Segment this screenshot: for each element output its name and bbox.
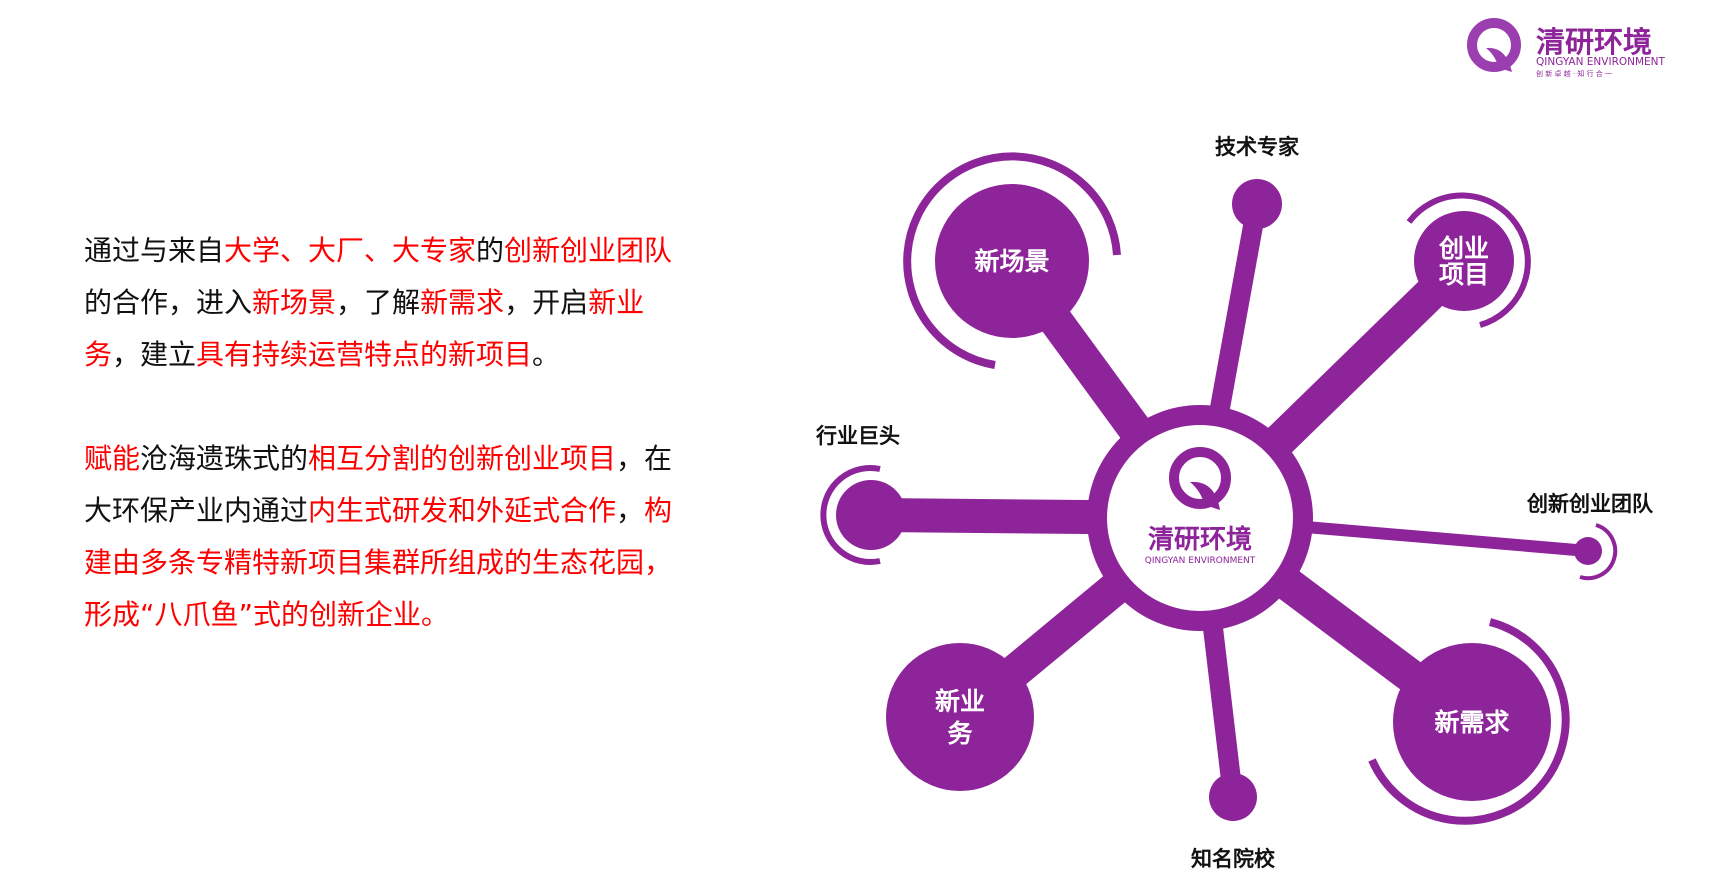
intro-paragraph-1: 通过与来自大学、大厂、大专家的创新创业团队的合作，进入新场景，了解新需求，开启新… [84, 225, 684, 381]
node-project-label-1: 创业 [1438, 234, 1489, 263]
highlighted-text: 构建由多条专精特新项目集群所组成的生态花园，形成“八爪鱼”式的创新企业。 [84, 494, 673, 631]
body-text: ，了解 [336, 286, 421, 319]
brand-slogan: 创 新 卓 越 · 知 行 合 一 [1536, 69, 1612, 78]
arc-team [1579, 523, 1618, 581]
label-expert: 技术专家 [1215, 135, 1300, 159]
hub-name-en: QINGYAN ENVIRONMENT [1145, 556, 1256, 566]
arc-giant [820, 465, 881, 565]
highlighted-text: 具有持续运营特点的新项目 [196, 338, 533, 371]
label-team: 创新创业团队 [1526, 492, 1654, 516]
highlighted-text: 相互分割的创新创业项目 [308, 442, 617, 475]
arc-scene [903, 152, 1121, 369]
node-business-label-2: 务 [947, 719, 972, 748]
intro-paragraph-2: 赋能沧海遗珠式的相互分割的创新创业项目，在大环保产业内通过内生式研发和外延式合作… [84, 433, 684, 641]
body-text: 的合作，进入 [84, 286, 253, 319]
body-text: 沧海遗珠式的 [140, 442, 309, 475]
arc-demand [1368, 618, 1570, 825]
body-text: 。 [532, 338, 561, 371]
highlighted-text: 内生式研发和外延式合作 [308, 494, 617, 527]
highlighted-text: 赋能 [84, 442, 141, 475]
node-scene-label: 新场景 [974, 247, 1049, 276]
highlighted-text: 新业务 [84, 286, 645, 371]
node-scene [935, 184, 1089, 338]
label-giant: 行业巨头 [815, 424, 900, 448]
brand-logo: 清研环境 QINGYAN ENVIRONMENT 创 新 卓 越 · 知 行 合… [1467, 18, 1666, 78]
node-school-dot [1209, 773, 1257, 821]
node-project-label-2: 项目 [1439, 260, 1489, 289]
body-text: 的 [476, 234, 505, 267]
node-demand-label: 新需求 [1434, 708, 1509, 737]
label-school: 知名院校 [1191, 847, 1276, 871]
node-expert-dot [1232, 179, 1282, 229]
arc-project [1406, 192, 1531, 328]
hub-inner [1107, 425, 1293, 611]
highlighted-text: 新需求 [420, 286, 505, 319]
body-text: ，开启 [504, 286, 589, 319]
highlighted-text: 新场景 [252, 286, 337, 319]
node-project [1414, 211, 1514, 311]
node-giant-dot [836, 480, 906, 550]
node-demand [1393, 643, 1551, 801]
highlighted-text: 创新创业团队 [504, 234, 673, 267]
brand-name-en: QINGYAN ENVIRONMENT [1536, 56, 1666, 68]
node-business [886, 643, 1034, 791]
highlighted-text: 大学、大厂、大专家 [224, 234, 477, 267]
body-text: ，建立 [112, 338, 197, 371]
body-text: 通过与来自 [84, 234, 225, 267]
brand-name-cn: 清研环境 [1536, 25, 1652, 59]
body-text: ， [616, 494, 645, 527]
hub-logo-icon [1169, 447, 1231, 510]
node-team-dot [1574, 537, 1602, 565]
hub-name-cn: 清研环境 [1148, 524, 1252, 555]
body-text: ，在大环保产业内通过 [84, 442, 673, 527]
q-leaf-logo-icon [1467, 18, 1521, 72]
node-business-label-1: 新业 [935, 687, 985, 716]
